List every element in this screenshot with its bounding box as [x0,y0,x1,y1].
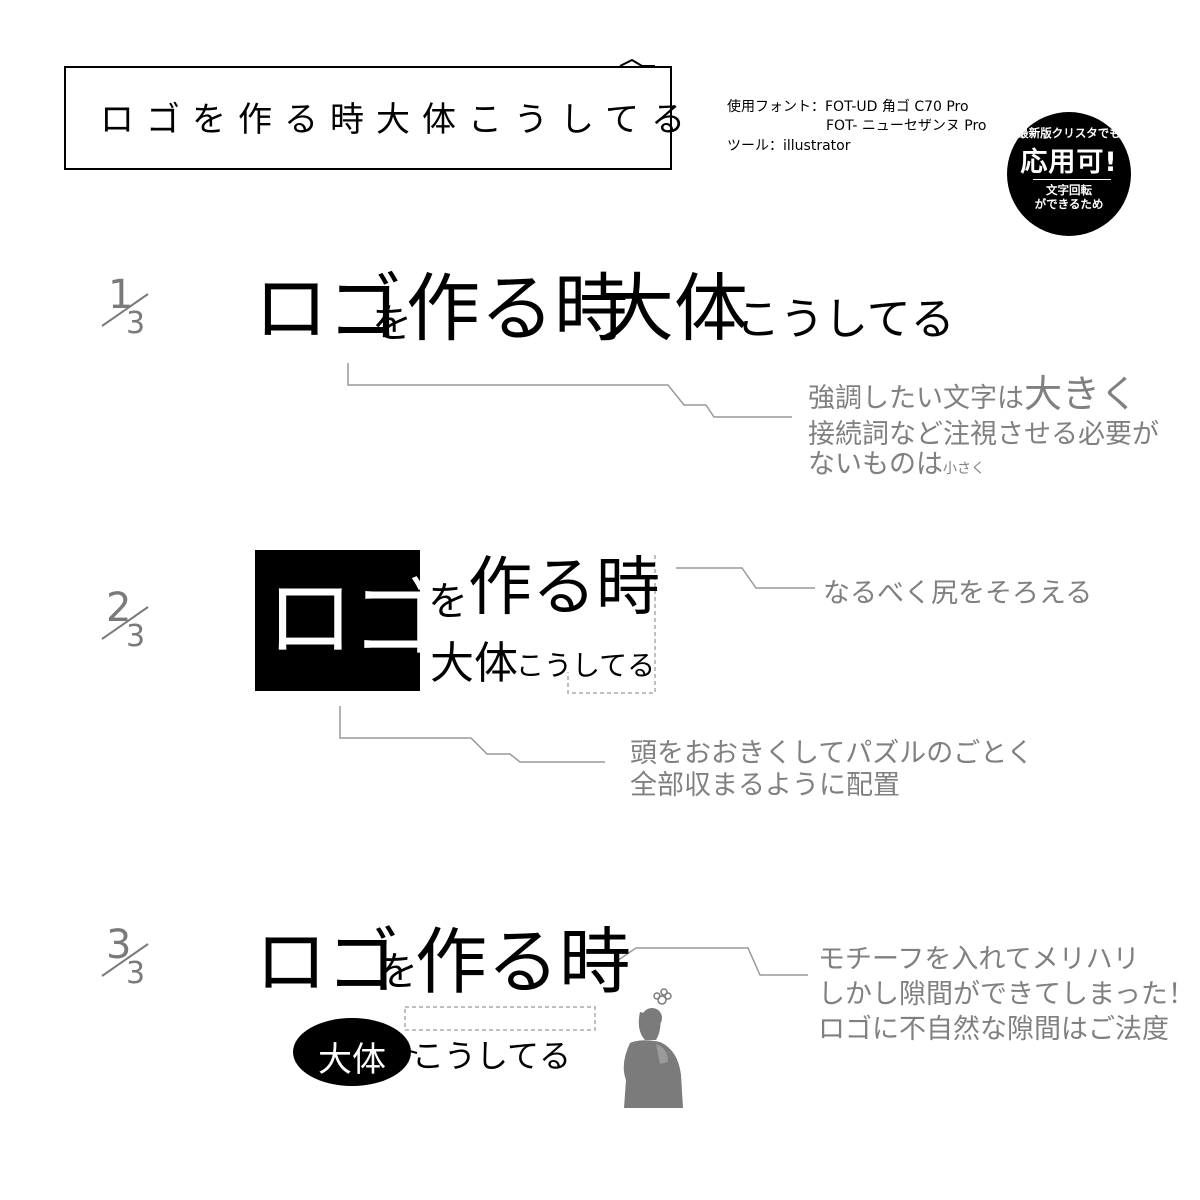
s2-logo-tsukuru: 作る時 [468,551,660,625]
s3-logo-rogo: ロゴ [255,920,400,1004]
page-title: ロゴを作る時大体こうしてる [100,100,697,140]
update-badge: 最新版クリスタでも 応用可! 文字回転ができるため [1007,112,1131,236]
step-number-1: 1 3 [100,272,160,352]
s1-note-line-1: 強調したい文字は大きく [808,372,1139,416]
s2-note-bottom-1: 頭をおおきくしてパズルのごとく [630,738,1034,769]
s1-logo-daitai: 大体 [600,266,748,352]
step-number-2: 2 3 [100,585,160,665]
s3-logo-wo: を [378,949,418,995]
font-info-line-1: 使用フォント：FOT-UD 角ゴ C70 Pro [727,99,969,115]
s3-note-line-2: しかし隙間ができてしまった！ [818,979,1195,1010]
s1-note-line-3: ないものは小さく [808,449,985,480]
s1-logo-rogo: ロゴ [254,266,402,352]
thinking-person-icon [623,988,683,1108]
font-info-line-2: FOT- ニューセザンヌ Pro [826,118,987,134]
s3-note-line-1: モチーフを入れてメリハリ [818,944,1140,975]
title-box [64,66,672,170]
badge-line-2: 応用可! [1020,147,1118,178]
connector-line-2-right [676,567,815,589]
s2-note-bottom-2: 全部収まるように配置 [630,770,900,801]
s1-logo-tsukuru: 作る時 [406,266,628,352]
s1-note-line-2: 接続詞など注視させる必要が [808,419,1159,450]
step-number-3: 3 3 [100,922,160,1002]
s2-logo-rogo: ロゴ [266,567,440,670]
s1-logo-wo: を [372,301,412,347]
s2-logo-koushiteru: こうしてる [516,649,656,682]
connector-line-1 [347,363,792,418]
badge-line-1: 最新版クリスタでも [1017,126,1121,140]
s2-black-block [255,550,420,691]
s3-daitai-ellipse: 大体 [293,1018,411,1086]
s3-logo-koushiteru: こうしてる [412,1037,572,1075]
s3-logo-tsukuru: 作る時 [415,920,632,1004]
s3-logo-daitai: 大体 [318,1040,386,1080]
connector-line-2-bottom [339,706,605,763]
tool-info: ツール：illustrator [727,138,851,154]
s1-logo-koushiteru: こうしてる [736,294,955,345]
dashed-gap-box [404,1006,596,1031]
s2-logo-daitai: 大体 [430,638,518,689]
connector-line-3 [613,947,808,976]
badge-divider [1033,179,1111,180]
s2-note-right: なるべく尻をそろえる [823,578,1093,609]
s2-logo-wo: を [428,579,468,625]
s3-note-line-3: ロゴに不自然な隙間はご法度 [818,1014,1169,1045]
badge-line-3: 文字回転ができるため [1034,183,1104,211]
